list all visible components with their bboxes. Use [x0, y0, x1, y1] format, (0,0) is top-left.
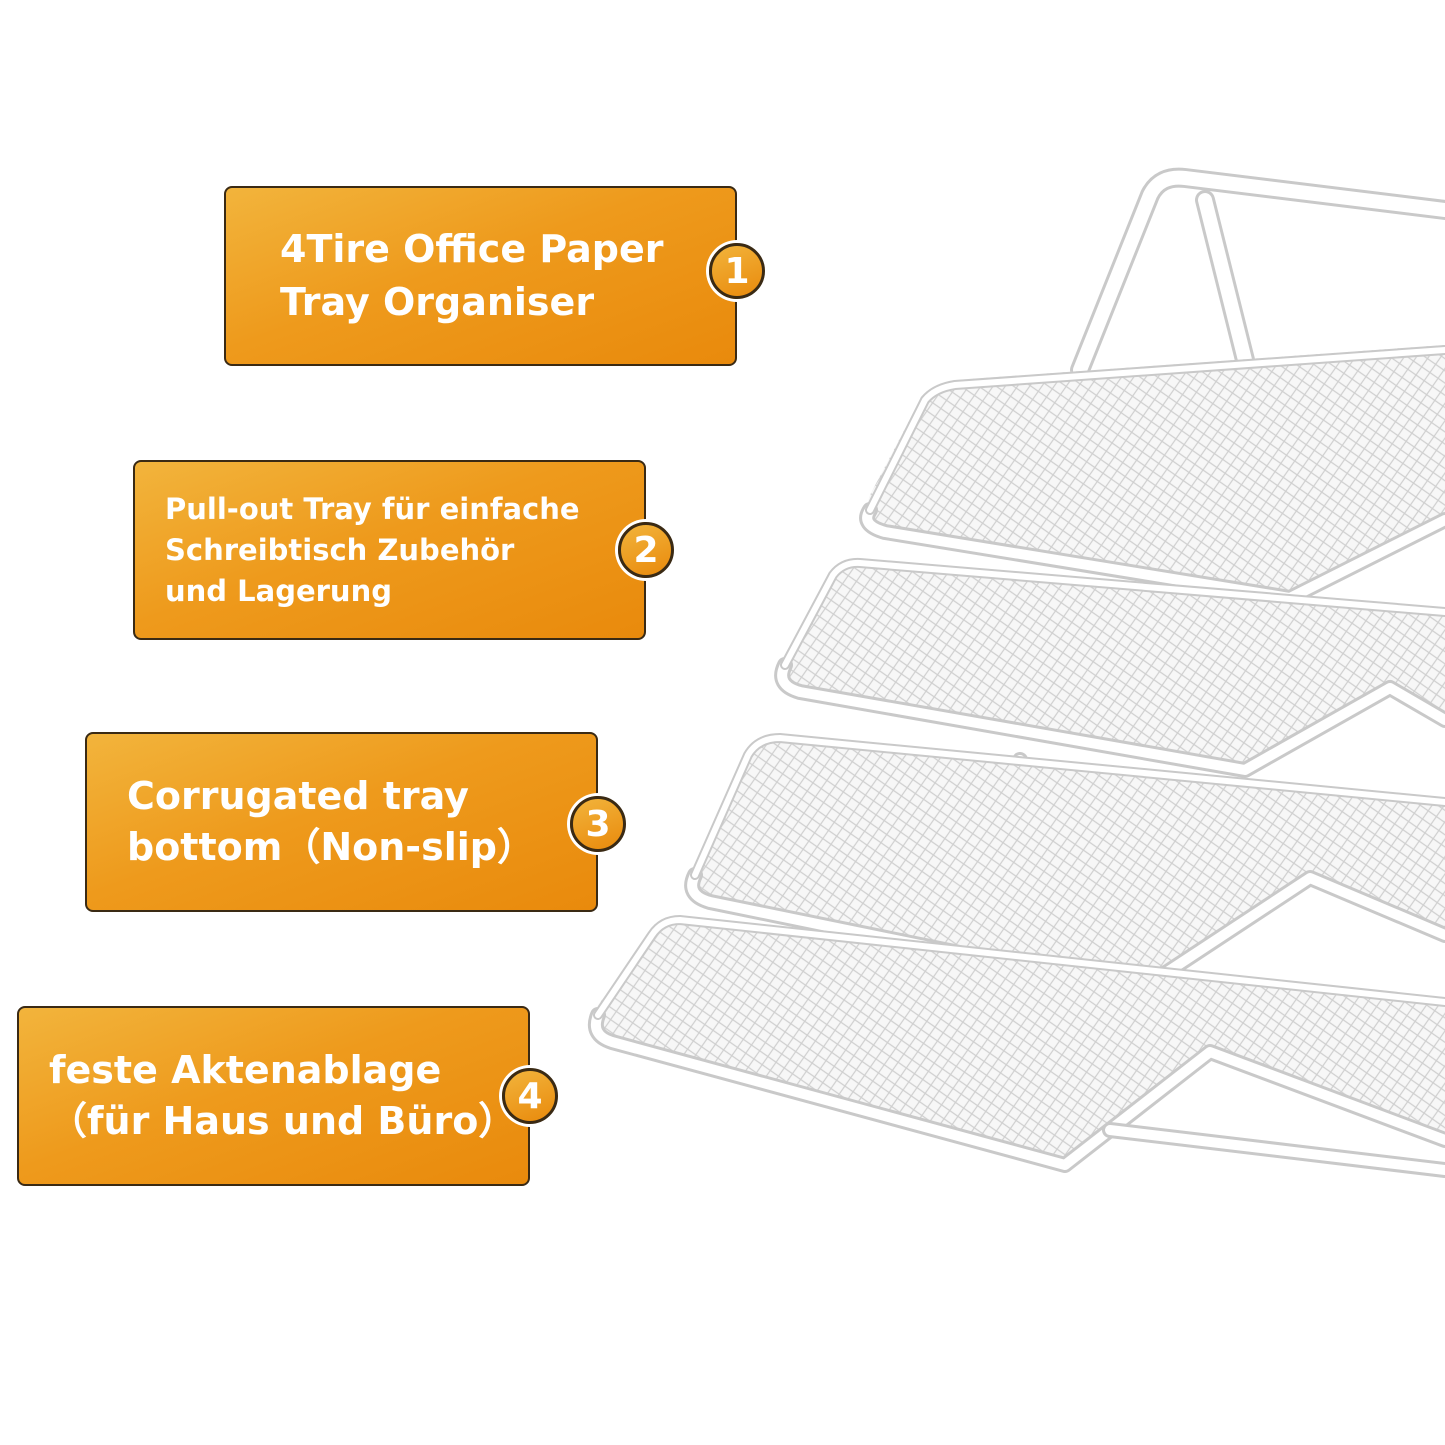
feature-label-3-text: Corrugated tray bottom（Non-slip）: [127, 774, 535, 869]
feature-label-1-text: 4Tire Office Paper Tray Organiser: [280, 227, 664, 324]
number-badge-1: 1: [709, 243, 765, 299]
tray-3: [684, 732, 1445, 998]
feature-label-4-text: feste Aktenablage （für Haus und Büro）: [49, 1048, 517, 1143]
tray-2: [774, 557, 1445, 778]
feature-label-2: Pull-out Tray für einfache Schreibtisch …: [133, 460, 646, 640]
number-badge-2: 2: [618, 522, 674, 578]
feature-label-4: feste Aktenablage （für Haus und Büro）: [17, 1006, 530, 1186]
frame-handle: [1070, 167, 1445, 380]
number-badge-3: 3: [570, 796, 626, 852]
feature-label-2-text: Pull-out Tray für einfache Schreibtisch …: [165, 491, 580, 608]
tray-4: [587, 914, 1445, 1178]
number-badge-4: 4: [502, 1068, 558, 1124]
tray-1: [859, 345, 1445, 606]
feature-label-1: 4Tire Office Paper Tray Organiser: [224, 186, 737, 366]
feature-label-3: Corrugated tray bottom（Non-slip）: [85, 732, 598, 912]
